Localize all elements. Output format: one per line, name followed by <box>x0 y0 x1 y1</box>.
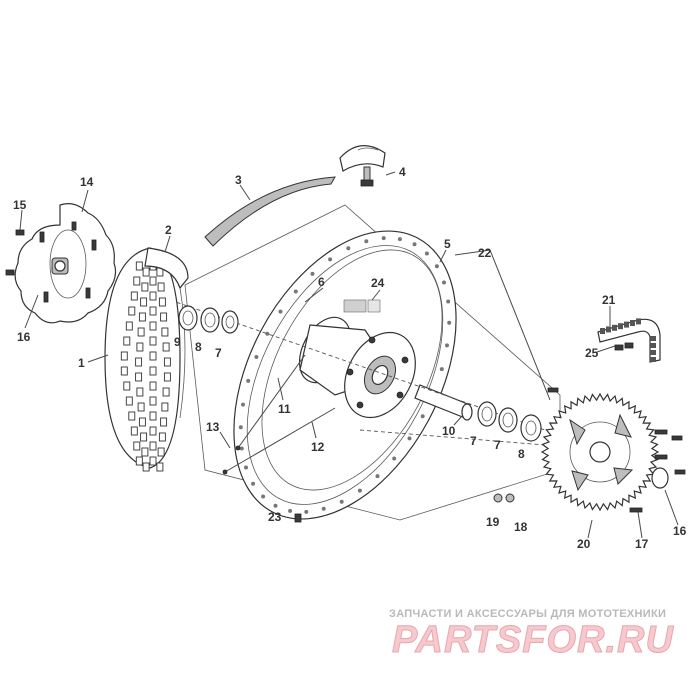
brake-disc <box>14 203 117 324</box>
callout-8: 8 <box>518 447 525 461</box>
callout-2: 2 <box>165 223 172 237</box>
watermark: ЗАПЧАСТИ И АКСЕССУАРЫ ДЛЯ МОТОТЕХНИКИ PA… <box>389 608 674 662</box>
axle <box>414 384 473 421</box>
right-seal-bearing-set <box>477 401 542 442</box>
callout-18: 18 <box>514 520 528 534</box>
callout-22: 22 <box>478 246 492 260</box>
rim-lock <box>339 145 386 187</box>
callout-4: 4 <box>399 165 406 179</box>
callout-11: 11 <box>278 402 291 416</box>
sprocket <box>540 392 660 512</box>
tire <box>104 247 181 472</box>
callout-20: 20 <box>577 537 591 551</box>
left-seal-bearing-set <box>178 305 239 334</box>
callout-8: 8 <box>195 340 202 354</box>
chain <box>597 318 661 363</box>
rim-tape <box>144 247 189 419</box>
callout-16: 16 <box>673 524 687 538</box>
callout-23: 23 <box>268 510 282 524</box>
callout-16: 16 <box>17 330 31 344</box>
nut-18 <box>505 493 515 503</box>
sprocket-spacer <box>651 467 669 489</box>
callout-10: 10 <box>442 424 456 438</box>
callout-5: 5 <box>444 237 451 251</box>
callout-7: 7 <box>494 438 501 452</box>
hub <box>298 316 416 419</box>
callout-25: 25 <box>585 346 599 360</box>
callout-24: 24 <box>371 276 385 290</box>
callout-15: 15 <box>13 198 27 212</box>
callout-14: 14 <box>80 175 94 189</box>
callout-19: 19 <box>486 515 500 529</box>
nut-19 <box>493 493 503 503</box>
valve-bolt <box>294 513 302 523</box>
sprocket-bolts <box>547 387 686 513</box>
callout-21: 21 <box>602 293 616 307</box>
callout-7: 7 <box>215 346 222 360</box>
callout-1: 1 <box>78 356 85 370</box>
label-sticker <box>343 299 381 313</box>
callout-17: 17 <box>635 537 649 551</box>
leader-lines <box>19 171 679 539</box>
callout-13: 13 <box>206 420 220 434</box>
callout-6: 6 <box>318 275 325 289</box>
callout-7: 7 <box>470 434 477 448</box>
tube-band <box>204 176 336 247</box>
callout-3: 3 <box>235 173 242 187</box>
callout-12: 12 <box>311 440 325 454</box>
watermark-tagline: ЗАПЧАСТИ И АКСЕССУАРЫ ДЛЯ МОТОТЕХНИКИ <box>389 608 666 620</box>
master-link <box>614 342 634 351</box>
watermark-logo: PARTSFOR.RU <box>392 619 674 661</box>
callout-9: 9 <box>174 335 181 349</box>
callout-labels: 1 2 3 4 5 6 7 7 7 8 8 9 10 11 12 13 14 1… <box>13 165 687 551</box>
